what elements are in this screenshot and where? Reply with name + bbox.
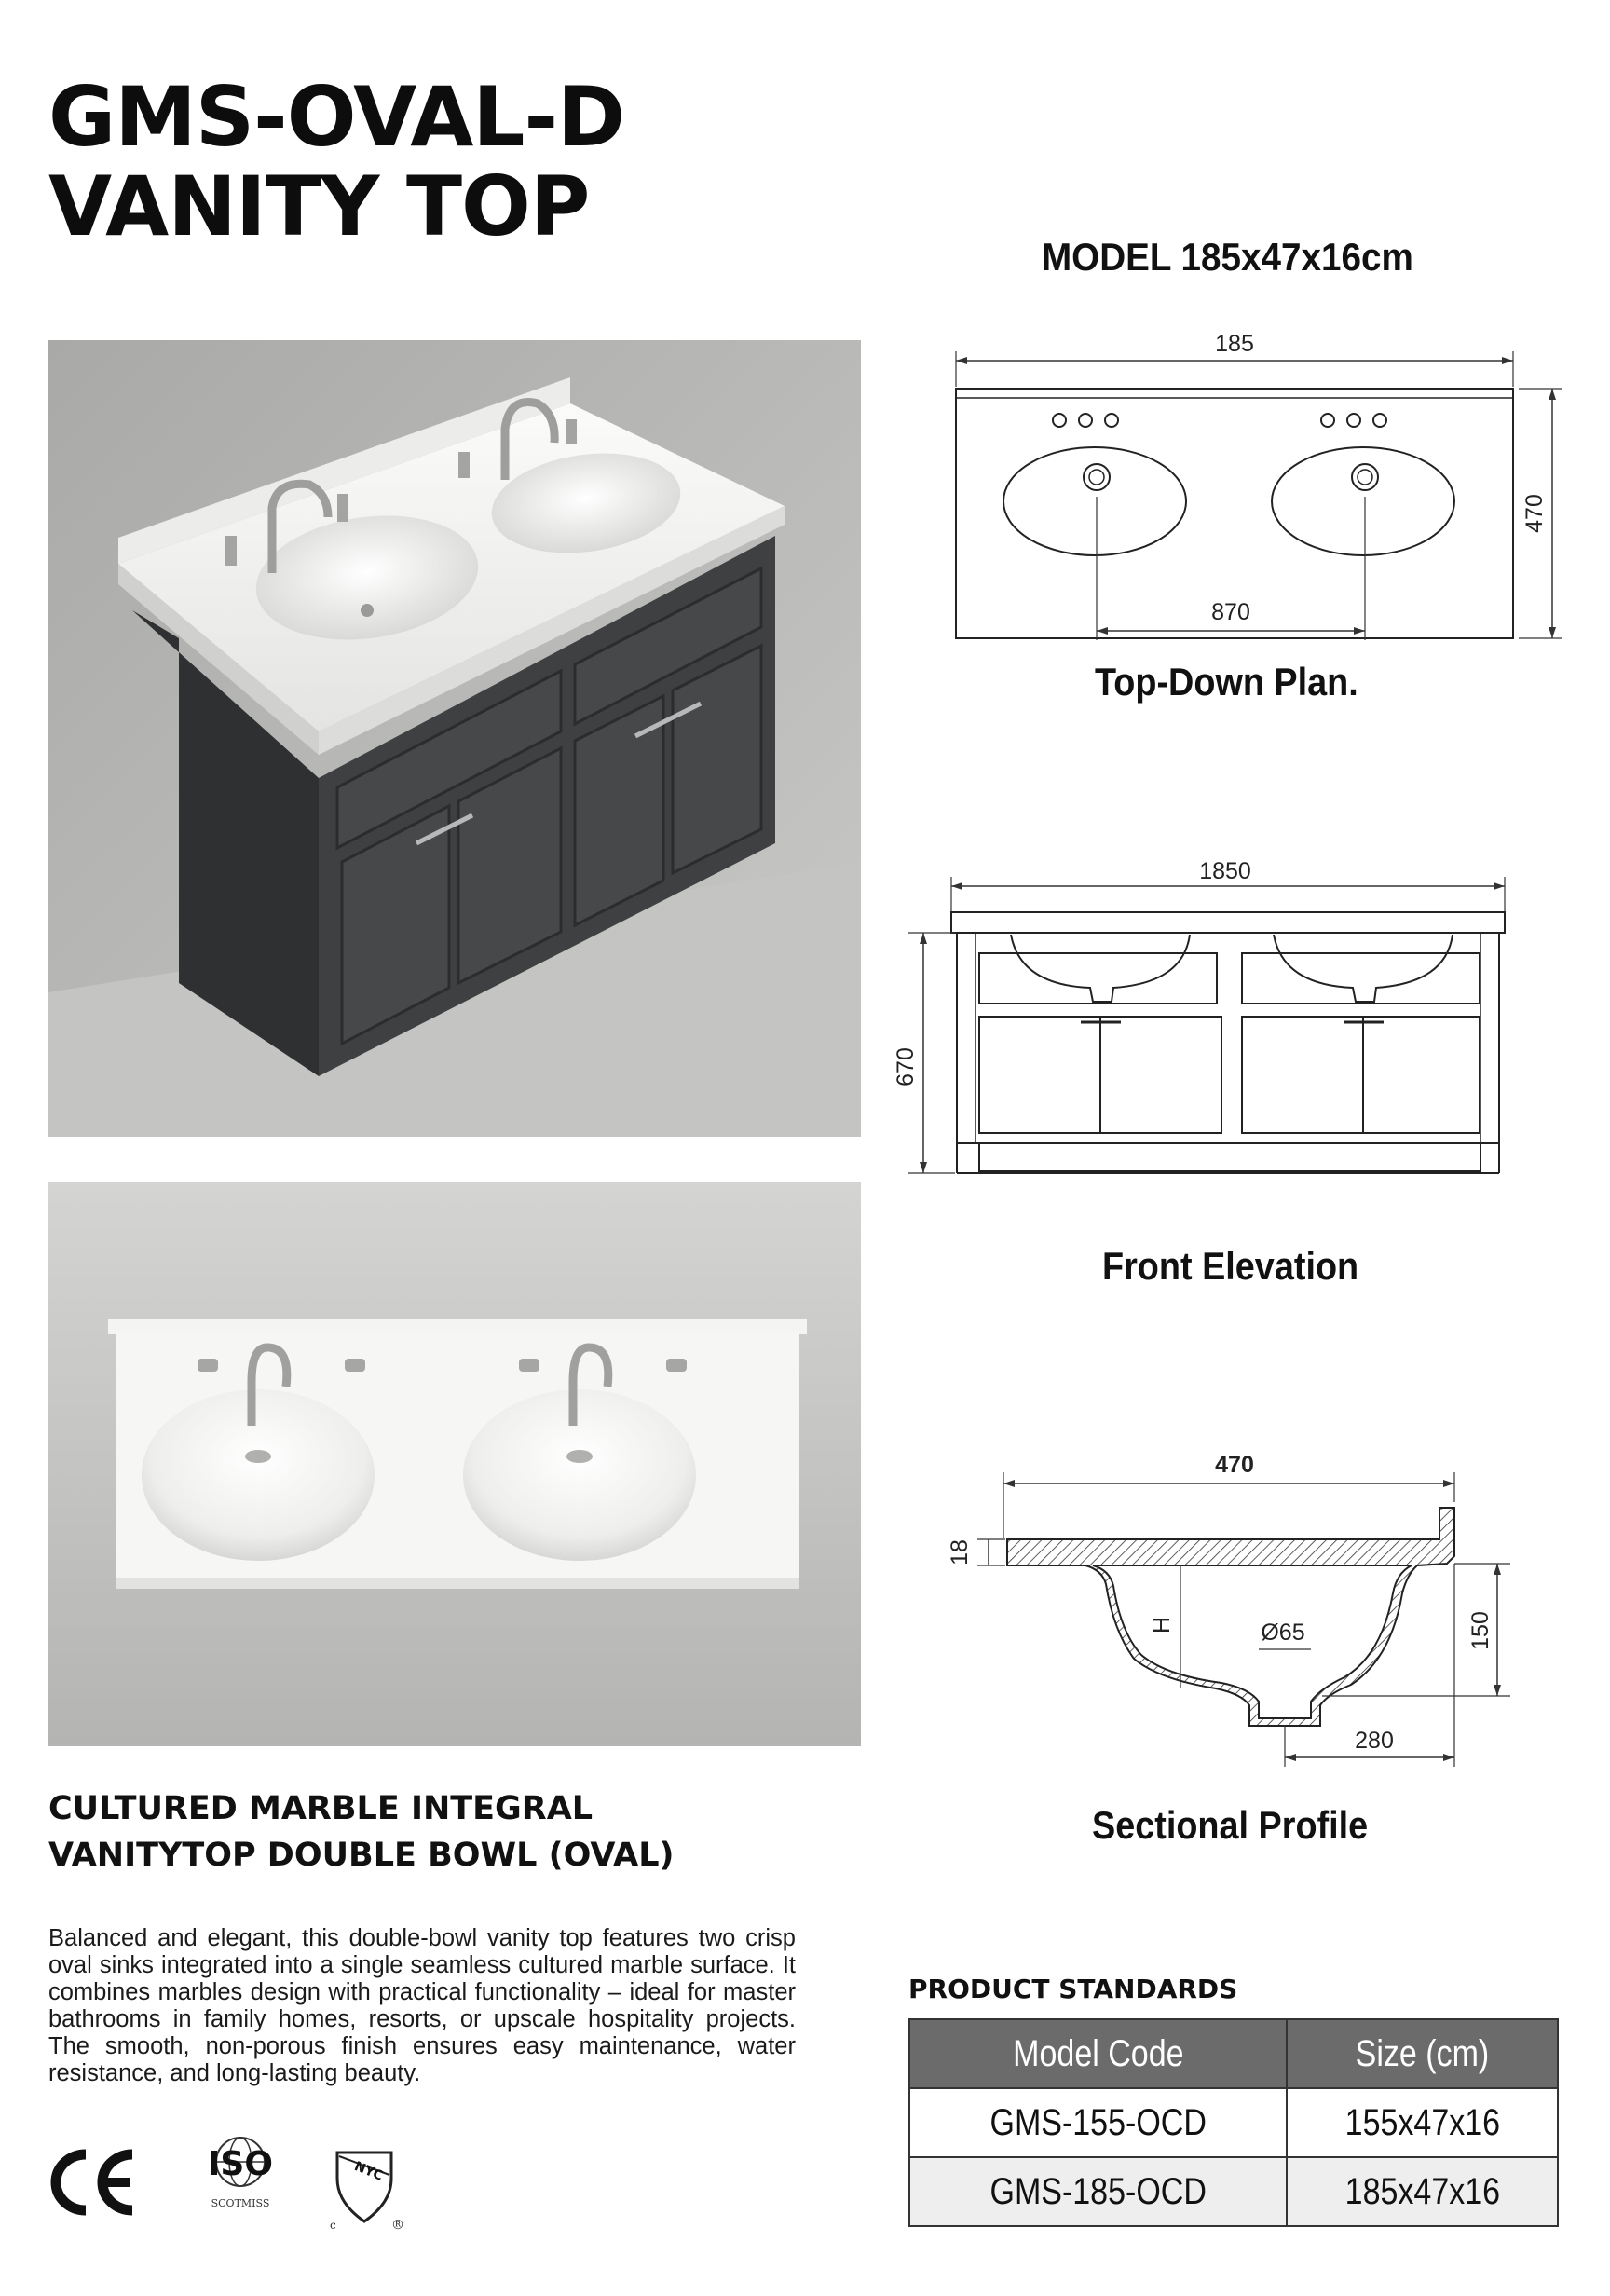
front-elevation-caption: Front Elevation (1102, 1244, 1359, 1288)
section-depth-label: 150 (1467, 1611, 1494, 1650)
section-bottom-label: 280 (1355, 1728, 1394, 1754)
iso-logo: ISO SCOTMISS (198, 2126, 283, 2220)
section-thickness-label: 18 (947, 1539, 973, 1565)
table-row: GMS-155-OCD 155x47x16 (907, 2087, 1559, 2158)
nyc-certification-logo: NYC c ® (326, 2147, 406, 2233)
nyc-registered-mark: ® (391, 2218, 404, 2231)
vanity-perspective-photo (48, 340, 861, 1137)
header-size: Size (cm) (1286, 2018, 1559, 2089)
table-row: GMS-185-OCD 185x47x16 (907, 2156, 1559, 2227)
standards-table: Model Code Size (cm) GMS-155-OCD 155x47x… (907, 2018, 1559, 2227)
cell-size: 185x47x16 (1286, 2156, 1559, 2227)
plan-width-label: 185 (1215, 331, 1254, 357)
front-elevation-drawing: 1850 670 (890, 853, 1523, 1225)
product-title: GMS-OVAL-D VANITY TOP (48, 69, 625, 254)
product-subtitle-line-1: CULTURED MARBLE INTEGRAL (48, 1790, 594, 1827)
product-subtitle-line-2: VANITYTOP DOUBLE BOWL (OVAL) (48, 1837, 675, 1874)
plan-centers-label: 870 (1211, 599, 1250, 625)
cell-model-code: GMS-155-OCD (907, 2087, 1289, 2158)
top-down-plan-drawing: 185 870 470 (941, 331, 1575, 648)
product-description: Balanced and elegant, this double-bowl v… (48, 1925, 796, 2086)
iso-text: ISO (208, 2145, 273, 2183)
nyc-c-mark: c (330, 2219, 336, 2231)
top-down-plan-caption: Top-Down Plan. (1095, 660, 1358, 704)
cell-size: 155x47x16 (1286, 2087, 1559, 2158)
vanity-front-photo (48, 1182, 861, 1746)
cell-model-code: GMS-185-OCD (907, 2156, 1289, 2227)
standards-header-row: Model Code Size (cm) (907, 2018, 1559, 2089)
standards-heading: PRODUCT STANDARDS (908, 1974, 1238, 2004)
elevation-width-label: 1850 (1199, 858, 1251, 884)
model-heading: MODEL 185x47x16cm (1042, 235, 1413, 279)
header-model-code: Model Code (907, 2018, 1289, 2089)
product-title-line-1: GMS-OVAL-D (48, 69, 625, 165)
plan-depth-label: 470 (1521, 494, 1548, 533)
section-drain-label: Ø65 (1261, 1620, 1304, 1646)
product-title-line-2: VANITY TOP (48, 158, 590, 254)
product-subtitle: CULTURED MARBLE INTEGRAL VANITYTOP DOUBL… (48, 1785, 675, 1879)
elevation-height-label: 670 (893, 1047, 919, 1086)
section-h-label: H (1149, 1617, 1175, 1633)
iso-subtext: SCOTMISS (211, 2197, 270, 2209)
nyc-text: NYC (352, 2159, 385, 2184)
section-width-label: 470 (1215, 1452, 1254, 1478)
ce-mark-logo (48, 2147, 138, 2218)
sectional-profile-drawing: 470 18 H Ø65 150 280 (936, 1444, 1551, 1780)
sectional-profile-caption: Sectional Profile (1092, 1803, 1369, 1847)
